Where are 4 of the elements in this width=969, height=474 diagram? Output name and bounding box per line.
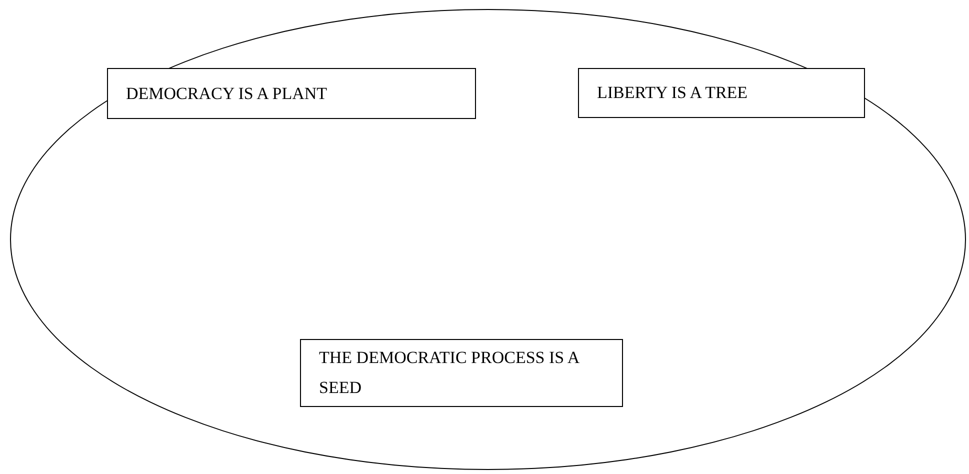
text-box: LIBERTY IS A TREE [578,68,865,118]
text-box: THE DEMOCRATIC PROCESS IS A SEED [300,339,623,407]
text-box: DEMOCRACY IS A PLANT [107,68,476,119]
ellipse-outline [10,9,966,470]
